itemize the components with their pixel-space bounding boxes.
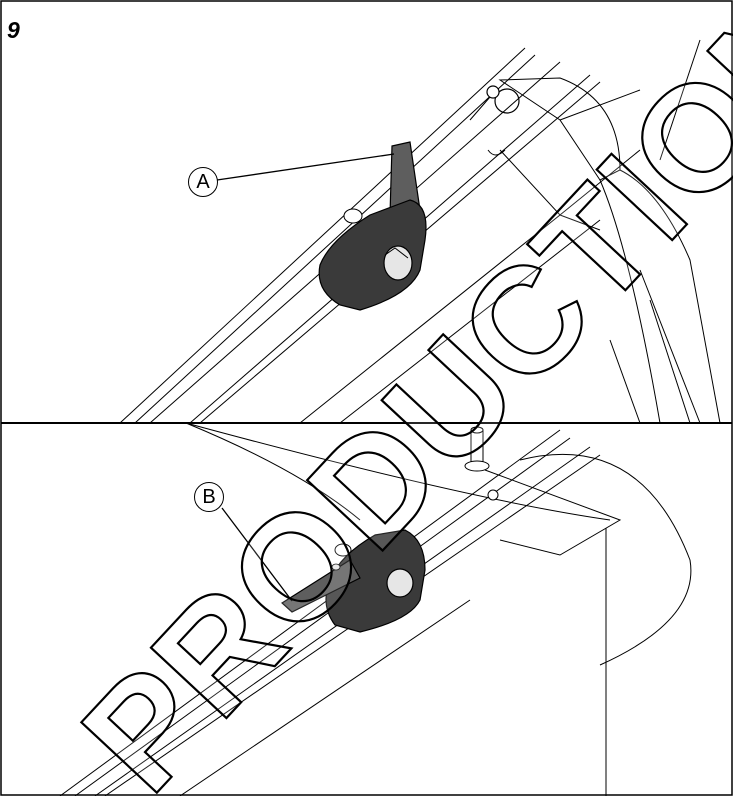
lever-b-knob [386,568,414,598]
bottom-panel [59,422,692,796]
callout-a-leader [216,153,395,181]
lever-b [281,529,426,633]
lever-b-body [325,529,426,633]
callout-b: B [194,482,224,512]
lever-a [318,141,427,311]
callout-b-leader [221,507,293,602]
mounting-pin [470,429,484,466]
lever-a-body [318,199,427,311]
lever-b-arm [281,559,361,613]
lever-a-knob [383,245,413,281]
figure-number: 9 [7,17,20,43]
callout-a: A [188,167,218,197]
